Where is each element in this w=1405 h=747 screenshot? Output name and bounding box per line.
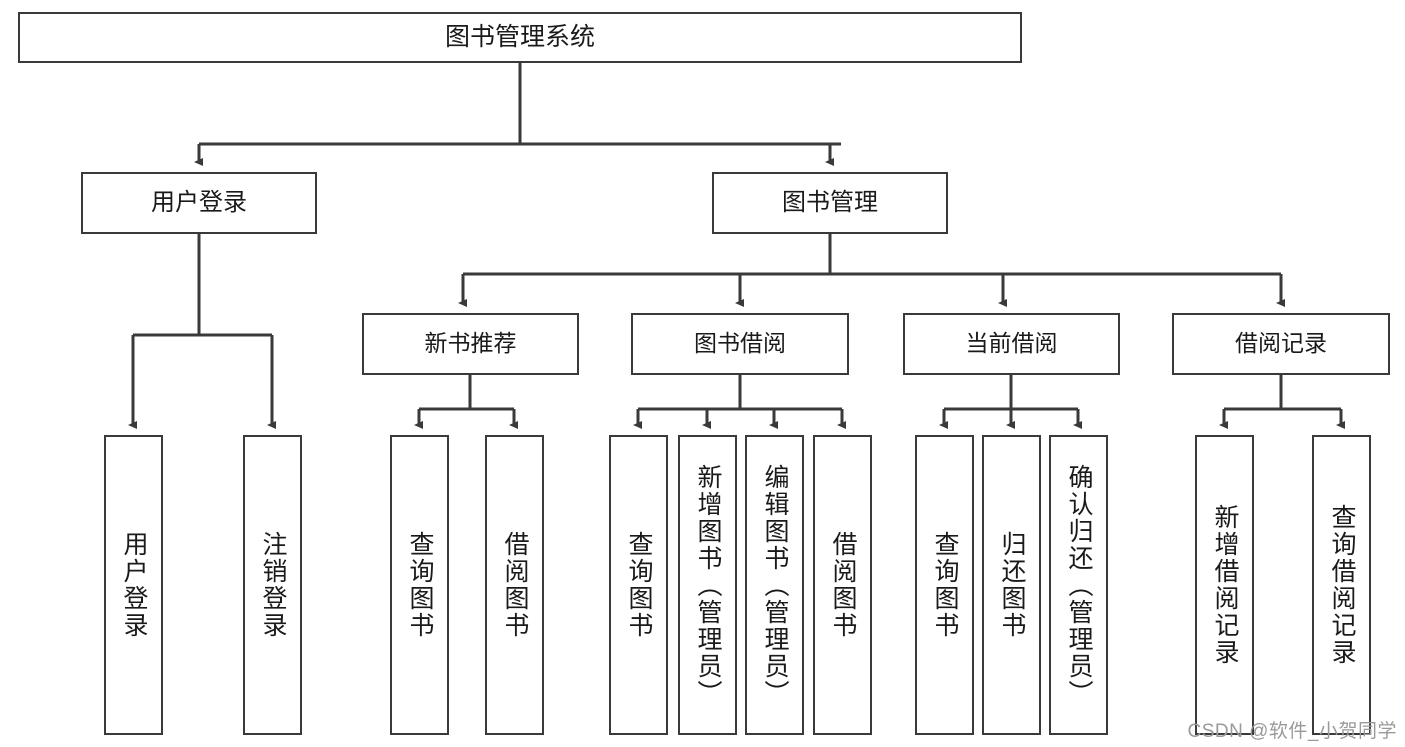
- leaf-query-borrow-record[interactable]: 查询借阅记录: [1312, 435, 1371, 735]
- leaf-user-login[interactable]: 用户登录: [104, 435, 163, 735]
- node-label: 新增借阅记录: [1211, 504, 1239, 666]
- node-book-borrow[interactable]: 图书借阅: [631, 313, 849, 375]
- node-borrow-record[interactable]: 借阅记录: [1172, 313, 1390, 375]
- leaf-query-book-new[interactable]: 查询图书: [390, 435, 449, 735]
- node-user-login[interactable]: 用户登录: [81, 172, 317, 234]
- node-label: 用户登录: [120, 531, 148, 639]
- node-label: 确认归还（管理员）: [1065, 463, 1093, 707]
- leaf-borrow-book[interactable]: 借阅图书: [813, 435, 872, 735]
- node-label: 新书推荐: [424, 330, 517, 357]
- leaf-edit-book-admin[interactable]: 编辑图书（管理员）: [745, 435, 804, 735]
- node-label: 新增图书（管理员）: [694, 463, 722, 707]
- node-label: 图书管理系统: [444, 22, 595, 51]
- node-label: 借阅图书: [501, 531, 529, 639]
- leaf-logout[interactable]: 注销登录: [243, 435, 302, 735]
- leaf-add-borrow-record[interactable]: 新增借阅记录: [1195, 435, 1254, 735]
- node-label: 查询图书: [931, 531, 959, 639]
- node-label: 图书借阅: [694, 330, 786, 357]
- node-new-book-recommend[interactable]: 新书推荐: [362, 313, 579, 375]
- node-label: 查询图书: [625, 531, 653, 639]
- node-label: 借阅图书: [829, 531, 857, 639]
- leaf-query-book-borrow[interactable]: 查询图书: [609, 435, 668, 735]
- leaf-return-book[interactable]: 归还图书: [982, 435, 1041, 735]
- node-root-system[interactable]: 图书管理系统: [18, 12, 1022, 63]
- node-label: 编辑图书（管理员）: [761, 463, 789, 707]
- node-label: 注销登录: [259, 531, 287, 639]
- leaf-borrow-book-new[interactable]: 借阅图书: [485, 435, 544, 735]
- node-label: 用户登录: [151, 188, 247, 216]
- node-label: 归还图书: [998, 531, 1026, 639]
- leaf-query-book-current[interactable]: 查询图书: [915, 435, 974, 735]
- node-label: 当前借阅: [965, 330, 1058, 357]
- node-label: 查询借阅记录: [1328, 504, 1356, 666]
- node-current-borrow[interactable]: 当前借阅: [903, 313, 1120, 375]
- leaf-confirm-return-admin[interactable]: 确认归还（管理员）: [1049, 435, 1108, 735]
- csdn-watermark: CSDN @软件_小贺同学: [1187, 721, 1397, 742]
- node-label: 图书管理: [782, 188, 878, 216]
- node-label: 查询图书: [406, 531, 434, 639]
- leaf-add-book-admin[interactable]: 新增图书（管理员）: [678, 435, 737, 735]
- node-label: 借阅记录: [1235, 330, 1327, 357]
- node-book-management[interactable]: 图书管理: [712, 172, 948, 234]
